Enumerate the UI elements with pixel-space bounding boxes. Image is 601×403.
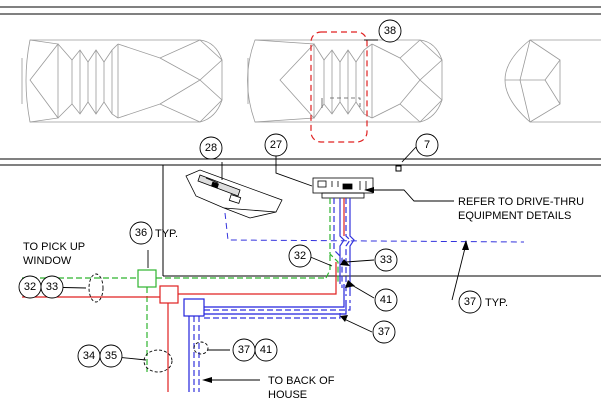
- sleeve-ellipses: [88, 273, 209, 373]
- leader-lines: [41, 39, 467, 381]
- car-right: [504, 39, 601, 123]
- red-run: [22, 262, 337, 392]
- parked-cars: [21, 39, 601, 123]
- callout-37-typ-text: 37: [464, 296, 476, 308]
- callout-32-left-text: 32: [24, 281, 36, 293]
- arrowheads: [202, 187, 469, 383]
- callout-41-upper-text: 41: [380, 294, 392, 306]
- callout-33-left-text: 33: [46, 281, 58, 293]
- callout-38-text: 38: [384, 25, 396, 37]
- callout-37-lower-text: 37: [378, 326, 390, 338]
- typ-note-37: TYP.: [485, 297, 508, 309]
- callout-27: [264, 133, 288, 157]
- callout-33-left: [40, 275, 64, 299]
- red-junction-box: [159, 285, 179, 304]
- building-walls: [162, 165, 601, 277]
- callout-28: [199, 136, 223, 160]
- callout-36-text: 36: [135, 227, 147, 239]
- callout-37-right-text: 37: [238, 344, 250, 356]
- blue-dashed-runs: [224, 212, 525, 243]
- callout-34-text: 34: [83, 350, 95, 362]
- callout-33-upper-text: 33: [380, 254, 392, 266]
- car-middle: [247, 39, 443, 123]
- callout-27-text: 27: [270, 139, 282, 151]
- green-run: [22, 254, 331, 372]
- back-of-house-line2: HOUSE: [268, 389, 307, 401]
- callout-7: [415, 133, 439, 157]
- callout-33-upper: [374, 248, 398, 272]
- callout-41-right-text: 41: [260, 344, 272, 356]
- speaker-post-equipment: [312, 177, 374, 199]
- callout-35-text: 35: [105, 350, 117, 362]
- callout-28-text: 28: [205, 142, 217, 154]
- refer-note-line1: REFER TO DRIVE-THRU: [458, 196, 584, 208]
- top-lane-lines: [0, 6, 601, 15]
- refer-note-line2: EQUIPMENT DETAILS: [458, 210, 571, 222]
- drive-lane-edge: [0, 158, 601, 166]
- conduit-bundle: [329, 198, 355, 296]
- callout-37-typ: [458, 290, 482, 314]
- pickup-window-line2: WINDOW: [23, 255, 72, 267]
- callout-38: [378, 19, 402, 43]
- menu-board-equipment: [185, 169, 283, 219]
- callout-32-upper-text: 32: [294, 250, 306, 262]
- callout-41-right: [254, 338, 278, 362]
- callout-41-upper: [374, 288, 398, 312]
- callout-37-lower: [372, 320, 396, 344]
- blue-junction-box: [183, 298, 205, 317]
- callout-35: [99, 344, 123, 368]
- callout-7-text: 7: [424, 139, 430, 151]
- callout-36: [129, 221, 153, 245]
- green-junction-box: [137, 269, 157, 288]
- callout-32-upper: [288, 244, 312, 268]
- car-left: [21, 39, 223, 123]
- highlight-box: [310, 31, 368, 143]
- item-7-box: [395, 165, 402, 172]
- back-of-house-line1: TO BACK OF: [268, 375, 335, 387]
- typ-note-36: TYP.: [155, 228, 178, 240]
- pickup-window-line1: TO PICK UP: [23, 241, 85, 253]
- blue-run: [188, 284, 347, 392]
